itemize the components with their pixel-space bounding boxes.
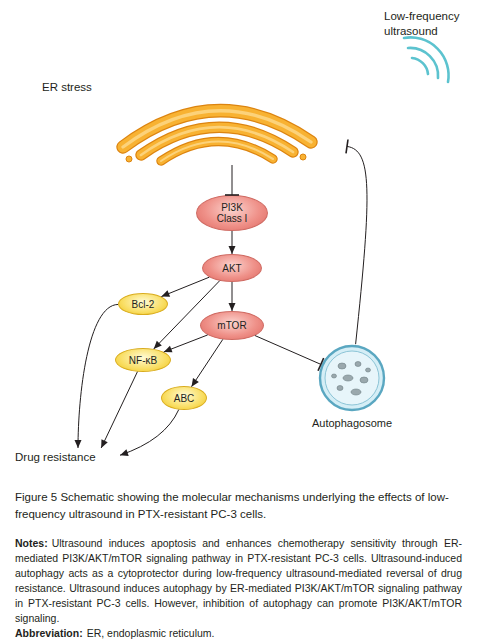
er-organelle: ER stress (117, 95, 347, 165)
stimulus-label: Low-frequency ultrasound (384, 9, 474, 39)
inhibition-bar (346, 139, 348, 153)
pathway-node: PI3K Class I (196, 195, 268, 231)
activation-arrow (75, 304, 119, 448)
er-vesicle (300, 154, 306, 160)
arrow-head (229, 246, 236, 254)
outcome-node: Drug resistance (15, 448, 120, 466)
effector-node: Bcl-2 (118, 293, 168, 315)
node-label: Autophagosome (292, 417, 412, 429)
cargo-particle (337, 386, 343, 391)
effector-node: ABC (161, 386, 207, 410)
wave-arc (404, 37, 449, 82)
er-shape (117, 95, 317, 165)
cargo-particle (351, 389, 361, 395)
inhibition-bar (225, 194, 239, 196)
connector-line (154, 281, 220, 349)
effector-node: NF-κB (115, 348, 171, 372)
node-label: AKT (222, 263, 241, 274)
cargo-particle (343, 375, 353, 381)
activation-arrow (164, 335, 208, 352)
wave-arc (412, 58, 428, 74)
er-vesicle (126, 156, 132, 162)
notes-heading: Notes: (15, 537, 48, 549)
figure-caption: Figure 5 Schematic showing the molecular… (15, 489, 462, 523)
node-label: NF-κB (129, 355, 157, 366)
autophagosome-shape (318, 344, 386, 412)
connector-line (347, 146, 367, 344)
pathway-node: AKT (202, 254, 262, 282)
connector-line (232, 231, 233, 254)
wave-arc (408, 48, 438, 78)
arrow-head (161, 290, 170, 296)
connector-line (232, 165, 233, 195)
node-label: ABC (174, 393, 195, 404)
connector-line (101, 372, 137, 448)
activation-arrow (161, 277, 209, 297)
er-cisterna (161, 141, 273, 161)
activation-arrow (101, 372, 137, 448)
arrow-head (75, 440, 82, 448)
arrow-head (164, 346, 173, 353)
node-label: mTOR (217, 320, 246, 331)
activation-arrow (192, 339, 223, 386)
cargo-particle (338, 363, 346, 369)
er-highlight (161, 141, 273, 161)
ultrasound-waves (404, 37, 449, 82)
autophagosome-symbol: Autophagosome (318, 344, 386, 412)
cargo-particle (366, 368, 371, 372)
activation-arrow (229, 231, 236, 254)
connector-line (255, 336, 321, 365)
notes-text: Ultrasound induces apoptosis and enhance… (15, 537, 462, 624)
inhibition-bar (318, 358, 324, 371)
pathway-node: mTOR (200, 311, 264, 340)
connector-line (192, 339, 223, 386)
node-label: PI3K Class I (210, 202, 254, 224)
connector-line (78, 304, 118, 448)
membrane-outer (320, 346, 384, 410)
cargo-particle (360, 377, 368, 383)
arrow-head (229, 303, 236, 311)
membrane-inner (325, 351, 379, 405)
abbreviation-text: ER, endoplasmic reticulum. (87, 627, 215, 639)
arrow-head (192, 378, 199, 387)
activation-arrow (154, 281, 220, 349)
inhibition-connector (346, 139, 367, 344)
notes-paragraph: Notes:Ultrasound induces apoptosis and e… (15, 536, 462, 626)
inhibition-connector (225, 165, 239, 195)
arrow-head (120, 449, 129, 456)
abbreviation-heading: Abbreviation: (15, 627, 83, 639)
er-cisterna-outline (161, 141, 273, 161)
inhibition-connector (255, 336, 324, 371)
connector-line (120, 410, 179, 456)
cargo-particle (355, 362, 361, 367)
cargo-particle (332, 374, 337, 378)
activation-arrow (120, 410, 179, 456)
node-label: Drug resistance (15, 448, 120, 466)
connector-line (161, 277, 209, 296)
abbreviation-paragraph: Abbreviation: ER, endoplasmic reticulum. (15, 626, 462, 640)
activation-arrow (229, 282, 236, 311)
arrow-head (101, 439, 108, 448)
arrow-head (154, 341, 162, 349)
connector-line (232, 282, 233, 311)
node-label: ER stress (42, 81, 92, 93)
node-label: Bcl-2 (132, 299, 155, 310)
connector-line (164, 335, 208, 352)
